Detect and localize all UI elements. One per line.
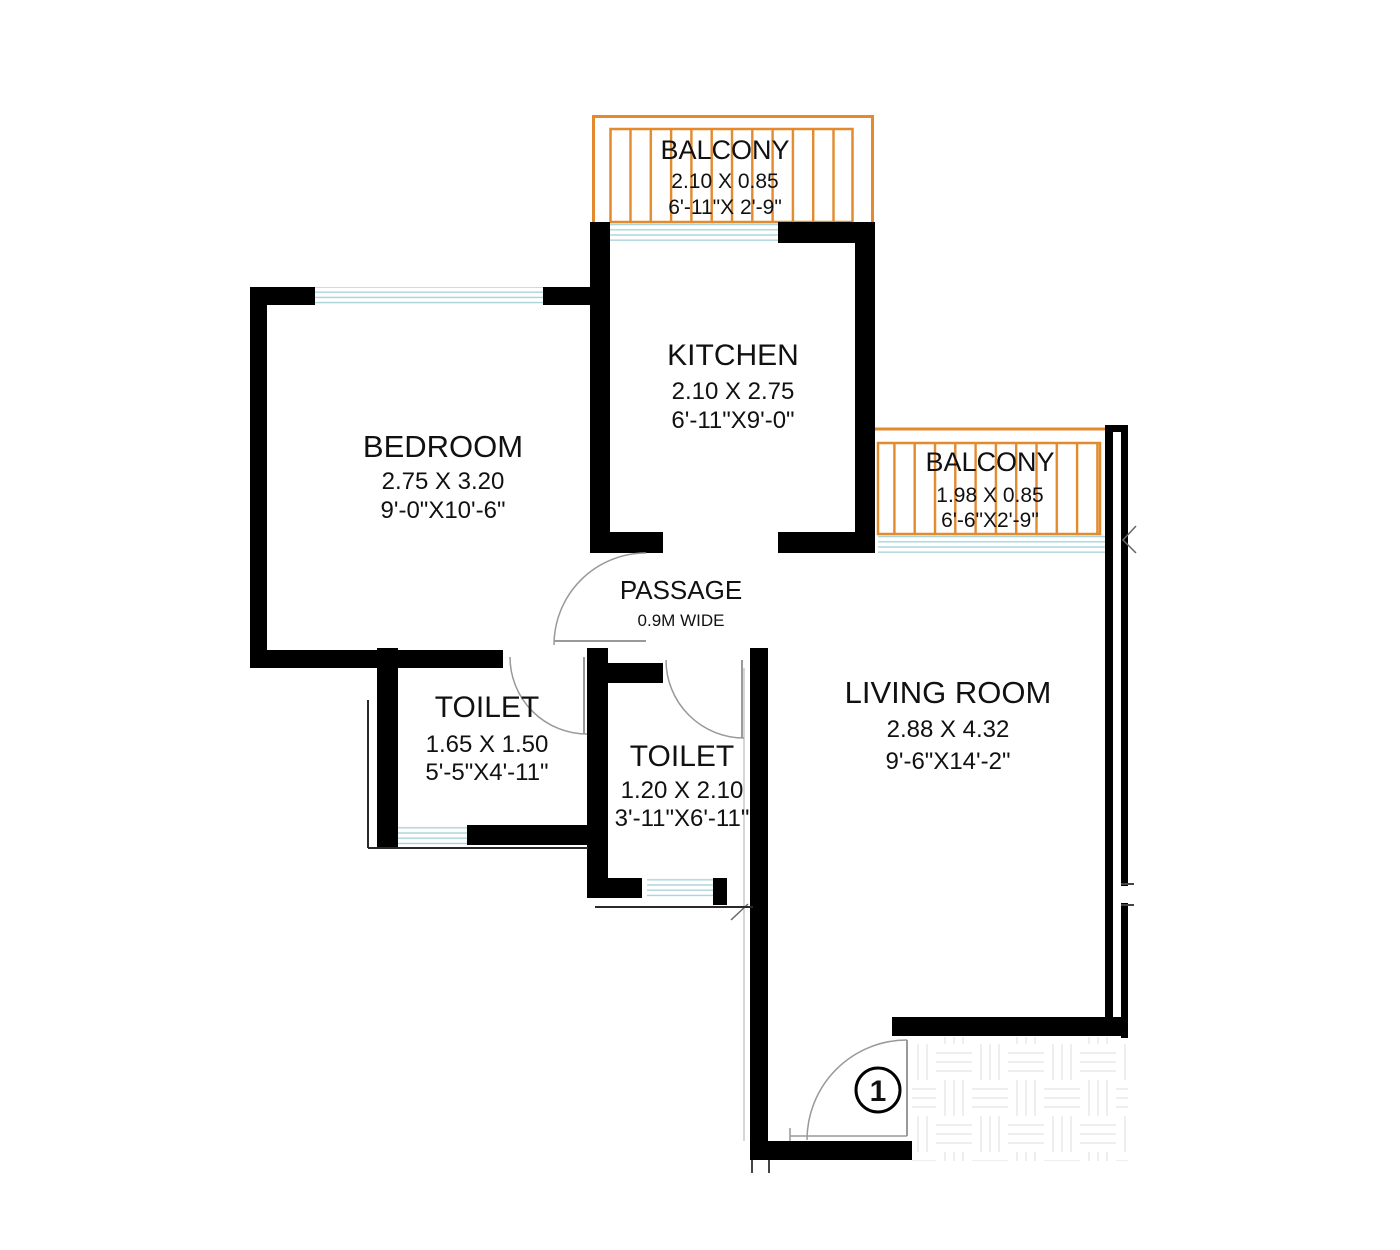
- entrance-door-marker: 1: [854, 1066, 902, 1114]
- balcony-right-label: BALCONY 1.98 X 0.85 6'-6"X2'-9": [925, 447, 1054, 532]
- passage-label: PASSAGE 0.9M WIDE: [620, 575, 742, 630]
- room-dim-ft: 6'-6"X2'-9": [941, 509, 1039, 532]
- toilet-2-walls: [595, 663, 753, 908]
- room-name: BALCONY: [660, 135, 789, 165]
- balcony-right-structure: [875, 427, 1106, 553]
- room-dim-m: 2.88 X 4.32: [887, 716, 1010, 743]
- room-dim-m: 2.75 X 3.20: [382, 468, 505, 495]
- bedroom-walls: [250, 287, 592, 668]
- room-name: BALCONY: [925, 447, 1054, 477]
- room-name: BEDROOM: [363, 429, 523, 464]
- balcony-top-structure: [592, 115, 874, 242]
- room-dim-ft: 6'-11"X 2'-9": [668, 196, 782, 219]
- balcony-top-railing: [609, 127, 854, 224]
- toilet-2-window: [647, 878, 713, 898]
- door-number: 1: [870, 1075, 887, 1108]
- room-dim-ft: 6'-11"X9'-0": [671, 407, 794, 434]
- entry-parquet-floor: [912, 1037, 1128, 1161]
- door-number-circle: [854, 1066, 902, 1114]
- room-name: KITCHEN: [667, 339, 799, 372]
- toilet-1-door-swing: [509, 656, 588, 735]
- entrance-door-swing: [789, 1039, 908, 1141]
- room-dim-ft: 5'-5"X4'-11": [425, 759, 548, 786]
- kitchen-balcony-window: [610, 222, 778, 242]
- room-dim-m: 1.98 X 0.85: [936, 484, 1043, 507]
- room-dim-m: 1.65 X 1.50: [426, 731, 549, 758]
- room-note: 0.9M WIDE: [638, 611, 725, 630]
- toilet-1-window: [398, 825, 467, 845]
- kitchen-walls: [590, 222, 875, 553]
- living-room-walls: [730, 648, 1128, 1173]
- room-name: LIVING ROOM: [845, 675, 1052, 710]
- toilet-1-label: TOILET 1.65 X 1.50 5'-5"X4'-11": [425, 691, 548, 786]
- toilet-2-door-swing: [665, 659, 745, 739]
- living-balcony-window: [878, 534, 1105, 553]
- toilet-1-walls: [367, 648, 608, 898]
- wall-break-mark: [1121, 525, 1137, 554]
- room-dim-m: 1.20 X 2.10: [621, 777, 744, 804]
- room-dim-ft: 9'-6"X14'-2": [886, 748, 1011, 775]
- room-name: TOILET: [435, 691, 539, 724]
- room-name: TOILET: [630, 740, 734, 773]
- balcony-right-railing: [876, 441, 1102, 536]
- living-room-label: LIVING ROOM 2.88 X 4.32 9'-6"X14'-2": [845, 675, 1052, 775]
- kitchen-label: KITCHEN 2.10 X 2.75 6'-11"X9'-0": [667, 339, 799, 434]
- room-name: PASSAGE: [620, 575, 742, 605]
- room-dim-ft: 3'-11"X6'-11": [615, 805, 750, 832]
- right-exterior-wall: [1105, 425, 1137, 1038]
- bedroom-window: [315, 287, 543, 305]
- room-dim-ft: 9'-0"X10'-6": [381, 497, 506, 524]
- room-dim-m: 2.10 X 0.85: [671, 170, 778, 193]
- bedroom-label: BEDROOM 2.75 X 3.20 9'-0"X10'-6": [363, 429, 523, 524]
- bedroom-door-swing: [553, 552, 647, 646]
- toilet-2-label: TOILET 1.20 X 2.10 3'-11"X6'-11": [615, 740, 750, 832]
- room-dim-m: 2.10 X 2.75: [672, 378, 795, 405]
- balcony-top-label: BALCONY 2.10 X 0.85 6'-11"X 2'-9": [660, 135, 789, 219]
